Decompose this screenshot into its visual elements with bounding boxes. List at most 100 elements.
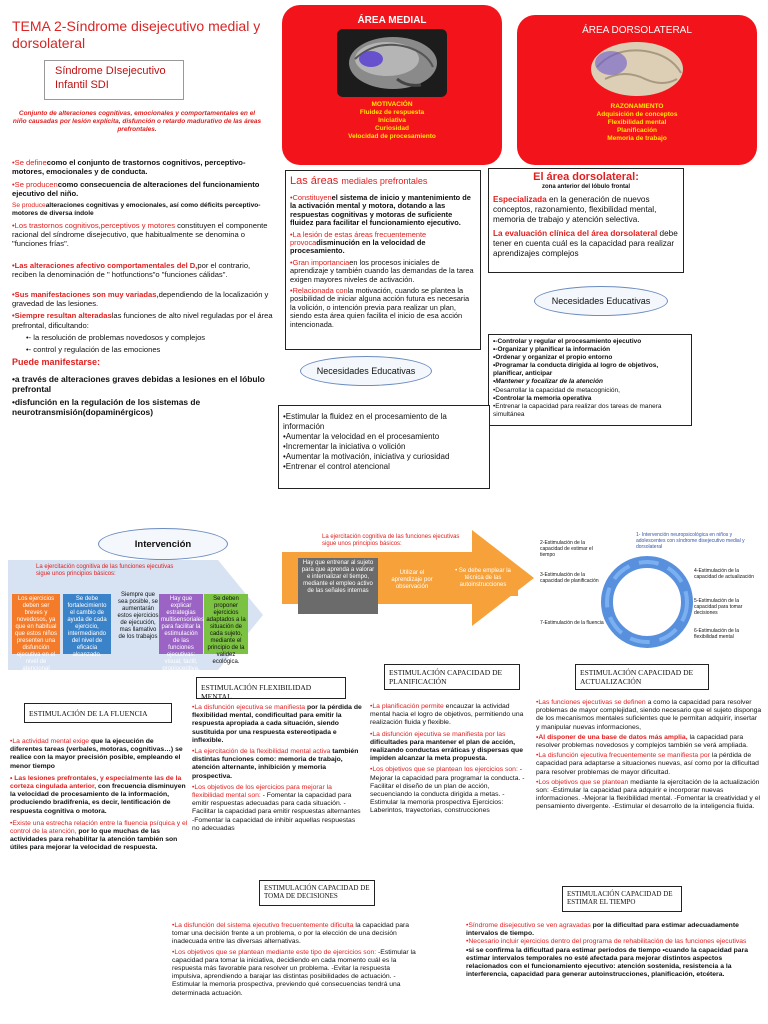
- dorso-box-subtitle: zona anterior del lóbulo frontal: [541, 184, 630, 190]
- area-medial-label: MOTIVACIÓN: [371, 101, 413, 108]
- cycle-panel: 1- Intervención neuropsicológica en niño…: [536, 528, 758, 676]
- intervencion-box: Hay que explicar estrategias multisensor…: [159, 594, 205, 686]
- nec-dorso-item: •-Organizar y planificar la información: [493, 346, 611, 354]
- medial-para-highlight: •La lesión de estas áreas frecuentemente…: [290, 229, 427, 248]
- nec-dorso-box: •-Controlar y regular el procesamiento e…: [488, 334, 692, 426]
- area-medial-card: ÁREA MEDIAL MOTIVACIÓN Fluidez de respue…: [282, 5, 502, 165]
- sdi-box: Síndrome DIsejecutivo Infantil SDI: [44, 60, 184, 100]
- act-text: a como la capacidad para resolver proble…: [536, 699, 762, 731]
- fluencia-heading: ESTIMULACIÓN DE LA FLUENCIA: [24, 703, 172, 723]
- plan-highlight: •Los objetivos que se plantean los ejerc…: [370, 766, 518, 774]
- left-item-text: como el conjunto de trastornos cognitivo…: [12, 158, 246, 177]
- actualizacion-heading-text: ESTIMULACIÓN CAPACIDAD DE ACTUALIZACIÓN: [580, 668, 694, 686]
- intervencion-label: Intervención: [134, 538, 192, 550]
- flex-text: - Fomentar la capacidad para emitir resp…: [192, 792, 361, 832]
- medial-title-b: mediales prefrontales: [341, 176, 428, 186]
- plan-highlight: •La disfunción ejecutiva se manifiesta p…: [370, 730, 506, 738]
- sdi-box-label: Síndrome DIsejecutivo Infantil SDI: [55, 65, 166, 91]
- dorso-para: Especializada en la generación de nuevos…: [493, 195, 679, 225]
- flex-highlight: •Los objetivos de los ejercicios para me…: [192, 783, 332, 800]
- fluencia-highlight: • Las lesiones prefrontales, y especialm…: [10, 774, 182, 791]
- medial-para: •Gran importanciaen los procesos inicial…: [290, 257, 476, 284]
- act-highlight: •Las funciones ejecutivas se definen: [536, 699, 646, 706]
- area-medial-item: Iniciativa: [378, 117, 406, 124]
- nec-dorso-item: •-Controlar y regular el procesamiento e…: [493, 338, 642, 345]
- fluencia-heading-text: ESTIMULACIÓN DE LA FLUENCIA: [29, 709, 148, 718]
- fluencia-highlight: •Existe una estrecha relación entre la f…: [10, 819, 188, 836]
- nec-medial-item: •Aumentar la motivación, iniciativa y cu…: [283, 452, 450, 461]
- necesidades-label: Necesidades Educativas: [551, 296, 651, 306]
- tiempo-heading-text: ESTIMULACIÓN CAPACIDAD DE ESTIMAR EL TIE…: [567, 890, 673, 906]
- flex-item: •Los objetivos de los ejercicios para me…: [192, 784, 362, 833]
- flex-item: •La ejercitación de la flexibilidad ment…: [192, 748, 362, 781]
- left-item-text: constituyen el componente racional del s…: [12, 220, 268, 249]
- left-item: •Las alteraciones afectivo comportamenta…: [12, 261, 274, 280]
- necesidades-pill-dorso: Necesidades Educativas: [534, 286, 668, 316]
- flex-item: •La disfunción ejecutiva se manifiesta p…: [192, 704, 362, 745]
- nec-medial-item: •Estimular la fluidez en el procesamient…: [283, 412, 447, 431]
- intervencion-box: Siempre que sea posible, se aumentarán e…: [114, 590, 162, 656]
- dorso-para-highlight: Especializada: [493, 195, 547, 204]
- fluencia-item: • Las lesiones prefrontales, y especialm…: [10, 775, 188, 816]
- nec-medial-item: •Entrenar el control atencional: [283, 462, 390, 471]
- definition-text: Conjunto de alteraciones cognitivas, emo…: [12, 110, 262, 134]
- decisiones-heading: ESTIMULACIÓN CAPACIDAD DE TOMA DE DECISI…: [259, 880, 375, 906]
- left-item-highlight: •Se producen: [12, 179, 58, 189]
- plan-highlight: •La planificación permite: [370, 703, 444, 710]
- cycle-center: 1- Intervención neuropsicológica en niño…: [636, 532, 745, 550]
- left-item-text: como consecuencia de alteraciones del fu…: [12, 179, 260, 199]
- tiempo-item: •Necesario incluir ejercicios dentro del…: [466, 938, 760, 946]
- act-item: •Al disponer de una base de datos más am…: [536, 734, 762, 750]
- area-dorso-item: Adquisición de conceptos: [596, 111, 678, 118]
- cycle-item: 7-Estimulación de la fluencia: [540, 620, 604, 626]
- intervencion-intro: La ejercitación cognitiva de las funcion…: [36, 564, 174, 577]
- cycle-item: 2-Estimulación de la capacidad de estima…: [540, 540, 593, 558]
- medial-para-text: en los procesos iniciales de aprendizaje…: [290, 257, 474, 284]
- plan-text: dificultades para mantener el plan de ac…: [370, 738, 523, 763]
- nec-dorso-item: •Programar la conducta dirigida al logro…: [493, 362, 659, 378]
- fluencia-text: con frecuencia disminuyen la velocidad d…: [10, 783, 186, 815]
- area-medial-title: ÁREA MEDIAL: [357, 15, 427, 26]
- flow-step: Utilizar el aprendizaje por observación: [382, 568, 442, 598]
- actualizacion-body: •Las funciones ejecutivas se definen a c…: [536, 699, 762, 812]
- tiempo-heading: ESTIMULACIÓN CAPACIDAD DE ESTIMAR EL TIE…: [562, 886, 682, 912]
- medial-para: •Constituyenel sistema de inicio y mante…: [290, 193, 476, 228]
- medial-para-text: disminución en la velocidad de procesami…: [290, 238, 426, 256]
- area-dorso-card: ÁREA DORSOLATERAL RAZONAMIENTO Adquisici…: [517, 15, 757, 165]
- left-item: •Los trastornos cognitivos,perceptivos y…: [12, 221, 274, 249]
- left-item: •Se producencomo consecuencia de alterac…: [12, 180, 274, 199]
- actualizacion-heading: ESTIMULACIÓN CAPACIDAD DE ACTUALIZACIÓN: [575, 664, 709, 690]
- intervencion-pill: Intervención: [98, 528, 228, 560]
- area-medial-item: Fluidez de respuesta: [359, 109, 425, 116]
- intervencion-box: Se deben proponer ejercicios adaptados a…: [204, 594, 248, 665]
- dorso-para-text: debe tener en cuenta cuál es la capacida…: [493, 229, 678, 258]
- fluencia-highlight: •La actividad mental exige: [10, 738, 90, 745]
- left-item-highlight: Se produce: [12, 201, 46, 209]
- plan-item: •La planificación permite encauzar la ac…: [370, 703, 530, 728]
- nec-medial-item: •Aumentar la velocidad en el procesamien…: [283, 432, 440, 441]
- necesidades-pill-medial: Necesidades Educativas: [300, 356, 432, 386]
- fluencia-item: •La actividad mental exige que la ejecuc…: [10, 738, 188, 771]
- plan-text: -Mejorar la capacidad para programar la …: [370, 766, 525, 815]
- dorso-para-text: en la generación de nuevos conceptos, ra…: [493, 195, 657, 224]
- act-highlight: •Al disponer de una base de datos más am…: [536, 733, 688, 741]
- act-item: •Los objetivos que se plantean mediante …: [536, 779, 762, 812]
- decisiones-body: •La disfunción del sistema ejecutivo fre…: [172, 922, 420, 998]
- cycle-svg: [601, 556, 693, 648]
- left-item: •Sus manifestaciones son muy variadas,de…: [12, 290, 274, 309]
- flex-text: también distintas funciones como: memori…: [192, 748, 359, 780]
- fluencia-text: por lo que muchas de las actividades par…: [10, 828, 178, 852]
- dec-item: •Los objetivos que se plantean mediante …: [172, 949, 420, 998]
- nec-dorso-item: •Controlar la memoria operativa: [493, 394, 592, 402]
- left-item: Se producealteraciones cognitivas y emoc…: [12, 202, 274, 218]
- flex-highlight: •La disfunción ejecutiva se manifiesta: [192, 704, 306, 711]
- act-item: •Las funciones ejecutivas se definen a c…: [536, 699, 762, 732]
- flexibilidad-body: •La disfunción ejecutiva se manifiesta p…: [192, 704, 362, 833]
- medial-box: Las áreas mediales prefrontales •Constit…: [285, 170, 481, 350]
- dorso-para: La evaluación clínica del área dorsolate…: [493, 229, 679, 259]
- act-highlight: •La disfunción ejecutiva frecuentemente …: [536, 752, 710, 760]
- tiempo-highlight: •Necesario incluir ejercicios dentro del…: [466, 938, 747, 946]
- act-text: la pérdida de capacidad para adaptarse a…: [536, 752, 759, 776]
- flow-panel: La ejercitación cognitiva de las funcion…: [282, 530, 534, 626]
- left-item-highlight: •Los trastornos cognitivos,perceptivos y…: [12, 220, 176, 230]
